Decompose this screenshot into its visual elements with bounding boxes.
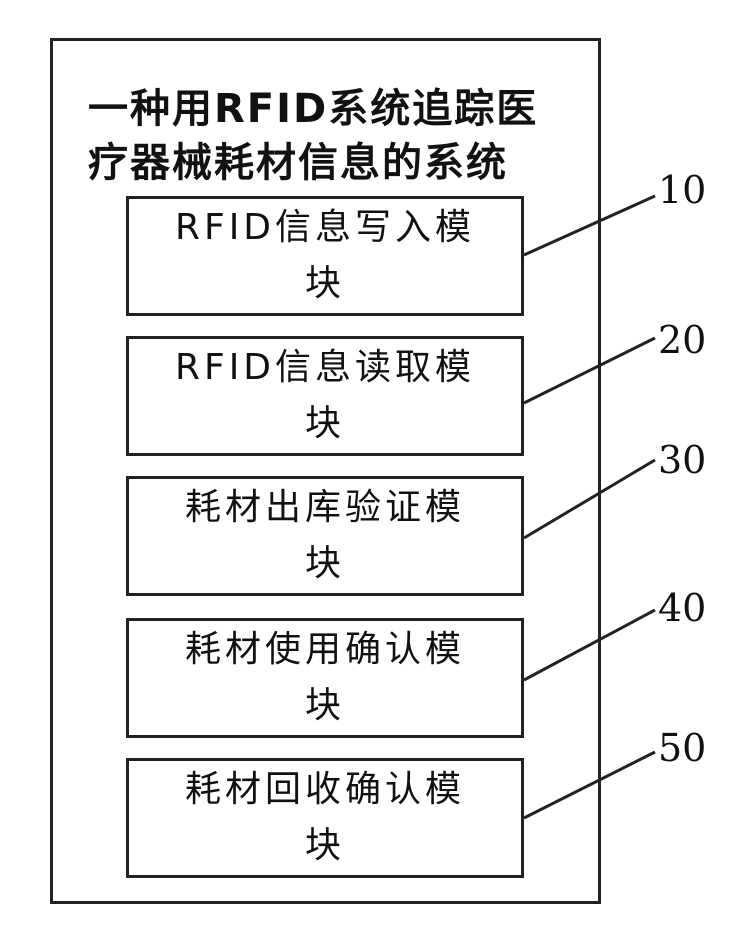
module-box-usage-confirm: 耗材使用确认模 块	[126, 618, 524, 738]
module-box-outbound-verify: 耗材出库验证模 块	[126, 476, 524, 596]
reference-numeral: 10	[658, 170, 706, 210]
module-label: RFID信息写入模 块	[155, 200, 495, 312]
module-label: RFID信息读取模 块	[155, 340, 495, 452]
reference-numeral: 50	[658, 728, 706, 768]
reference-numeral: 20	[658, 320, 706, 360]
module-box-rfid-read: RFID信息读取模 块	[126, 336, 524, 456]
module-box-recycle-confirm: 耗材回收确认模 块	[126, 758, 524, 878]
reference-numeral: 30	[658, 440, 706, 480]
module-label: 耗材使用确认模 块	[155, 622, 495, 734]
module-label: 耗材出库验证模 块	[155, 480, 495, 592]
system-title: 一种用RFID系统追踪医 疗器械耗材信息的系统	[88, 82, 568, 190]
module-box-rfid-write: RFID信息写入模 块	[126, 196, 524, 316]
reference-numeral: 40	[658, 588, 706, 628]
module-label: 耗材回收确认模 块	[155, 762, 495, 874]
